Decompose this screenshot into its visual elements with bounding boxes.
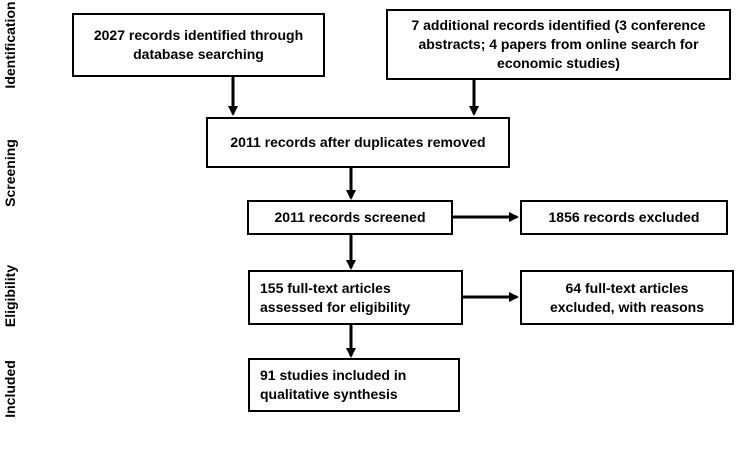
connector-arrows bbox=[228, 77, 519, 358]
prisma-flow-diagram: Identification Screening Eligibility Inc… bbox=[2, 1, 734, 418]
stage-label-identification: Identification bbox=[2, 1, 18, 89]
stage-label-included: Included bbox=[2, 360, 18, 418]
box-additional-records: 7 additional records identified (3 confe… bbox=[386, 9, 731, 80]
box-studies-included: 91 studies included in qualitative synth… bbox=[248, 358, 460, 412]
box-duplicates-removed: 2011 records after duplicates removed bbox=[206, 117, 510, 168]
stage-label-screening: Screening bbox=[2, 139, 18, 207]
box-fulltext-assessed: 155 full-text articles assessed for elig… bbox=[248, 270, 463, 325]
box-records-excluded: 1856 records excluded bbox=[520, 200, 728, 235]
box-database-records: 2027 records identified through database… bbox=[72, 13, 325, 77]
box-records-screened: 2011 records screened bbox=[247, 200, 453, 235]
box-fulltext-excluded: 64 full-text articles excluded, with rea… bbox=[520, 270, 734, 325]
